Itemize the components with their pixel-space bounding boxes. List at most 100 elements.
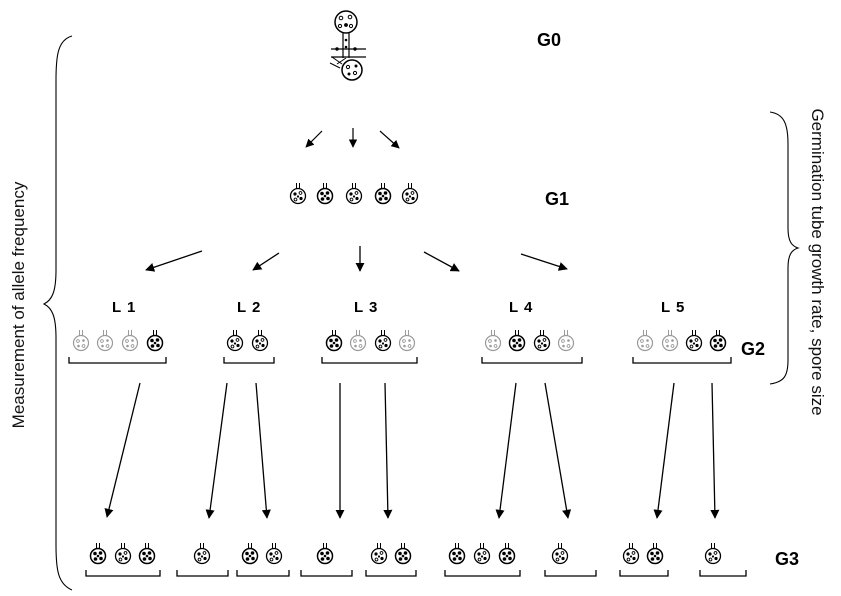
right-brace <box>769 111 800 385</box>
spore-icon <box>498 542 516 565</box>
g2-line-1 <box>68 329 167 364</box>
spore-icon <box>316 182 334 205</box>
bracket-icon <box>481 357 583 364</box>
spore-icon <box>646 542 664 565</box>
left-annotation: Measurement of allele frequency <box>9 181 28 428</box>
spore-icon <box>533 329 551 352</box>
spore-icon <box>370 542 388 565</box>
spore-icon <box>622 542 640 565</box>
spore-icon <box>685 329 703 352</box>
bracket-icon <box>632 357 732 364</box>
bracket-icon <box>85 570 161 577</box>
left-brace <box>42 35 73 591</box>
line-label-l1: L 1 <box>112 299 136 316</box>
spore-icon <box>557 329 575 352</box>
spore-icon <box>89 542 107 565</box>
spore-icon <box>448 542 466 565</box>
bracket-icon <box>321 357 418 364</box>
g3-group <box>300 542 353 577</box>
spore-icon <box>325 329 343 352</box>
arrow-icon <box>255 382 271 519</box>
spore-icon <box>121 329 139 352</box>
arrow-icon <box>104 382 141 518</box>
spore-icon <box>251 329 269 352</box>
spore-icon <box>401 182 419 205</box>
line-label-l2: L 2 <box>237 299 261 316</box>
spore-icon <box>484 329 502 352</box>
spore-icon <box>394 542 412 565</box>
spore-icon <box>114 542 132 565</box>
line-label-l3: L 3 <box>354 299 378 316</box>
g3-group <box>85 542 161 577</box>
bracket-icon <box>365 570 417 577</box>
bracket-icon <box>223 357 275 364</box>
g2-line-3 <box>321 329 418 364</box>
arrow-icon <box>305 130 323 148</box>
spore-icon <box>349 329 367 352</box>
right-annotation: Germination tube growth rate, spore size <box>808 108 827 415</box>
arrow-icon <box>495 382 517 519</box>
spore-icon <box>146 329 164 352</box>
spore-icon <box>193 542 211 565</box>
bracket-icon <box>544 570 597 577</box>
spore-icon <box>138 542 156 565</box>
bracket-icon <box>619 570 669 577</box>
g3-group <box>444 542 521 577</box>
g2-line-5 <box>632 329 732 364</box>
bracket-icon <box>68 357 167 364</box>
g3-group <box>544 542 597 577</box>
arrow-icon <box>710 382 720 519</box>
arrow-icon <box>544 382 572 519</box>
spore-icon <box>551 542 569 565</box>
arrow-icon <box>653 382 675 519</box>
spore-icon <box>374 182 392 205</box>
spore-icon <box>72 329 90 352</box>
g2-line-4 <box>481 329 583 364</box>
arrow-icon <box>205 382 228 519</box>
generation-label-g1: G1 <box>545 189 569 209</box>
spore-icon <box>289 182 307 205</box>
bracket-icon <box>444 570 521 577</box>
bracket-icon <box>236 570 290 577</box>
spore-icon <box>96 329 114 352</box>
generation-label-g3: G3 <box>775 549 799 569</box>
g3-group <box>236 542 290 577</box>
g2-to-g3-arrows <box>104 382 720 519</box>
line-label-l5: L 5 <box>661 299 685 316</box>
arrow-icon <box>379 130 400 149</box>
arrow-icon <box>520 253 568 271</box>
spore-icon <box>709 329 727 352</box>
spore-icon <box>241 542 259 565</box>
spore-icon <box>316 542 334 565</box>
spore-icon <box>398 329 416 352</box>
generation-label-g0: G0 <box>537 30 561 50</box>
spore-icon <box>226 329 244 352</box>
arrow-icon <box>252 252 280 271</box>
g0-to-g1-arrows <box>305 128 400 149</box>
g3-group <box>619 542 669 577</box>
spore-icon <box>374 329 392 352</box>
arrow-icon <box>423 251 460 272</box>
g1-to-g2-arrows <box>145 246 568 272</box>
g3-group <box>365 542 417 577</box>
spore-icon <box>345 182 363 205</box>
spore-icon <box>473 542 491 565</box>
spore-icon <box>661 329 679 352</box>
spore-icon <box>636 329 654 352</box>
g1-spore-group <box>289 182 419 205</box>
spore-icon <box>508 329 526 352</box>
generation-label-g2: G2 <box>741 339 765 359</box>
g3-group <box>699 542 747 577</box>
line-label-l4: L 4 <box>509 299 533 316</box>
spore-icon <box>704 542 722 565</box>
bracket-icon <box>300 570 353 577</box>
arrow-icon <box>145 250 203 272</box>
g2-line-2 <box>223 329 275 364</box>
bracket-icon <box>176 570 229 577</box>
g0-spore-icon <box>329 10 366 81</box>
bracket-icon <box>699 570 747 577</box>
spore-icon <box>265 542 283 565</box>
g3-group <box>176 542 229 577</box>
arrow-icon <box>383 382 393 519</box>
